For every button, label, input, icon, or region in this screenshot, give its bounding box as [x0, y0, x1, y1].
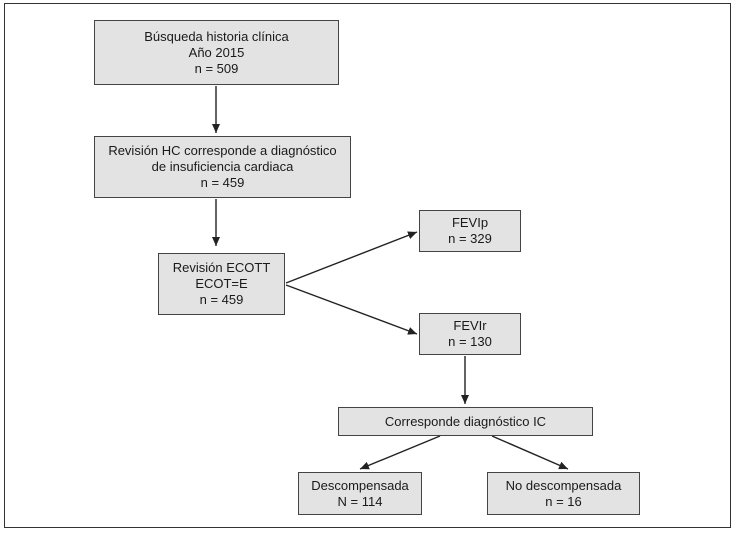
- node-not-decompensated-line-2: n = 16: [545, 493, 582, 509]
- node-decompensated: Descompensada N = 114: [298, 472, 422, 515]
- node-fevir-line-1: FEVIr: [453, 318, 487, 333]
- node-review-hc-line-3: n = 459: [200, 175, 245, 190]
- node-fevir-line-2: n = 130: [448, 334, 492, 349]
- node-not-decompensated: No descompensada n = 16: [487, 472, 640, 515]
- node-review-ecott-line-2: ECOT=E: [195, 276, 248, 291]
- node-review-hc-line-2: de insuficiencia cardiaca: [151, 159, 294, 174]
- node-review-ecott-line-1: Revisión ECOTT: [172, 260, 271, 275]
- node-fevip-line-1: FEVIp: [451, 215, 489, 230]
- node-fevip: FEVIp n = 329: [419, 210, 521, 252]
- node-fevir: FEVIr n = 130: [419, 313, 521, 355]
- node-review-ecott-line-3: n = 459: [199, 292, 244, 307]
- diagram-frame: [4, 3, 731, 528]
- node-search: Búsqueda historia clínica Año 2015 n = 5…: [94, 20, 339, 85]
- node-ic-diagnosis-line-1: Corresponde diagnóstico IC: [384, 413, 547, 429]
- node-search-line-1: Búsqueda historia clínica: [144, 28, 289, 44]
- node-fevip-line-2: n = 329: [448, 231, 492, 246]
- node-not-decompensated-line-1: No descompensada: [505, 477, 622, 493]
- node-review-hc-line-1: Revisión HC corresponde a diagnóstico: [108, 143, 337, 158]
- node-search-line-2: Año 2015: [188, 44, 245, 60]
- node-search-line-3: n = 509: [194, 60, 239, 76]
- node-decompensated-line-1: Descompensada: [311, 477, 409, 493]
- node-ic-diagnosis: Corresponde diagnóstico IC: [338, 407, 593, 436]
- node-review-ecott: Revisión ECOTT ECOT=E n = 459: [158, 253, 285, 315]
- node-review-hc: Revisión HC corresponde a diagnóstico de…: [94, 136, 351, 198]
- node-decompensated-line-2: N = 114: [337, 493, 383, 509]
